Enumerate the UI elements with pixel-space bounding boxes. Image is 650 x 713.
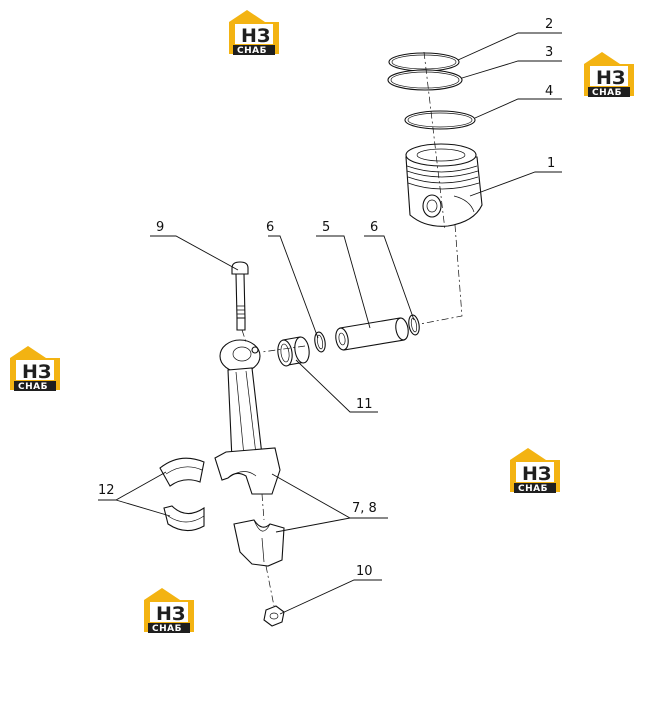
svg-text:СНАБ: СНАБ [18, 382, 48, 392]
svg-text:НЗ: НЗ [22, 361, 51, 383]
callout-labels: 2 3 4 1 9 6 5 6 11 12 7, 8 10 [98, 17, 555, 579]
svg-text:НЗ: НЗ [241, 25, 270, 47]
svg-text:СНАБ: СНАБ [592, 88, 622, 98]
svg-text:НЗ: НЗ [156, 603, 185, 625]
circlip-right [408, 314, 420, 336]
watermark-logo: НЗ СНАБ [584, 52, 634, 98]
svg-text:СНАБ: СНАБ [152, 624, 182, 634]
svg-text:НЗ: НЗ [522, 463, 551, 485]
bearing-shell-lower [163, 505, 205, 532]
piston-pin [335, 317, 409, 351]
callout-9: 9 [156, 220, 164, 235]
svg-text:СНАБ: СНАБ [237, 46, 267, 56]
bearing-shell-upper [159, 457, 205, 487]
watermark-logo: НЗ СНАБ [144, 588, 194, 634]
callout-7-8: 7, 8 [352, 501, 377, 516]
callout-1: 1 [547, 156, 555, 171]
callout-6-left: 6 [266, 220, 274, 235]
leader-lines [98, 32, 562, 615]
svg-text:НЗ: НЗ [596, 67, 625, 89]
callout-11: 11 [356, 397, 373, 412]
callout-12: 12 [98, 483, 115, 498]
piston-ring-3 [387, 69, 463, 91]
callout-10: 10 [356, 564, 373, 579]
callout-6-right: 6 [370, 220, 378, 235]
watermark-logo: НЗ СНАБ [510, 448, 560, 494]
watermark-logo: НЗ СНАБ [229, 10, 279, 56]
connecting-rod-bolt [231, 261, 249, 331]
circlip-left [314, 331, 326, 353]
piston [405, 143, 483, 227]
assembly-centerlines [241, 51, 463, 607]
callout-2: 2 [545, 17, 553, 32]
piston-ring-2 [388, 52, 460, 72]
svg-text:СНАБ: СНАБ [518, 484, 548, 494]
connecting-rod-cap [233, 519, 285, 567]
piston-ring-4 [404, 110, 476, 130]
callout-3: 3 [545, 45, 553, 60]
callout-4: 4 [545, 84, 553, 99]
callout-5: 5 [322, 220, 330, 235]
small-end-bushing [277, 336, 310, 367]
watermark-logo: НЗ СНАБ [10, 346, 60, 392]
connecting-rod [214, 339, 281, 495]
connecting-rod-nut [263, 605, 285, 627]
